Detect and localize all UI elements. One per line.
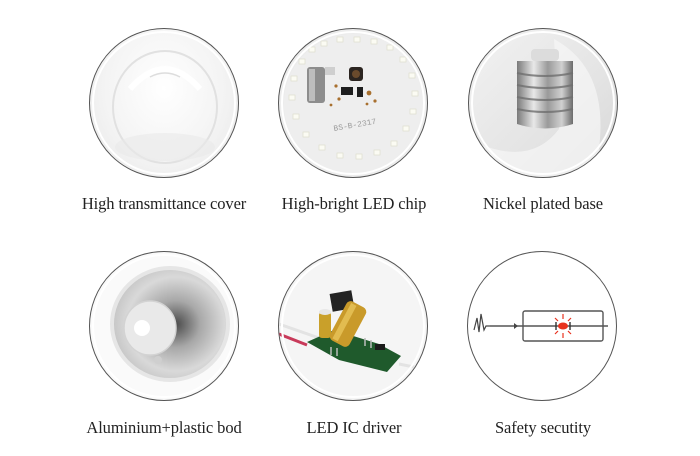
feature-caption: Aluminium+plastic bod bbox=[86, 418, 242, 437]
led-board-icon: BS-B-2317 bbox=[284, 34, 424, 174]
driver-board-icon bbox=[279, 290, 427, 372]
cover-image bbox=[89, 28, 239, 178]
circuit-surge-icon bbox=[473, 310, 608, 342]
feature-caption: High transmittance cover bbox=[81, 194, 247, 213]
screw-base-icon bbox=[469, 39, 617, 177]
body-image bbox=[89, 251, 239, 401]
feature-caption: Safety secutity bbox=[494, 418, 592, 437]
base-image bbox=[468, 28, 618, 178]
reflector-icon bbox=[110, 266, 230, 382]
feature-caption: Nickel plated base bbox=[482, 194, 604, 213]
safety-image bbox=[467, 251, 617, 401]
led-burst-icon bbox=[554, 314, 572, 338]
bulb-cover-icon bbox=[112, 50, 218, 164]
feature-caption: LED IC driver bbox=[306, 418, 402, 437]
driver-image bbox=[278, 251, 428, 401]
led-chip-image: BS-B-2317 bbox=[278, 28, 428, 178]
feature-caption: High-bright LED chip bbox=[281, 194, 427, 213]
